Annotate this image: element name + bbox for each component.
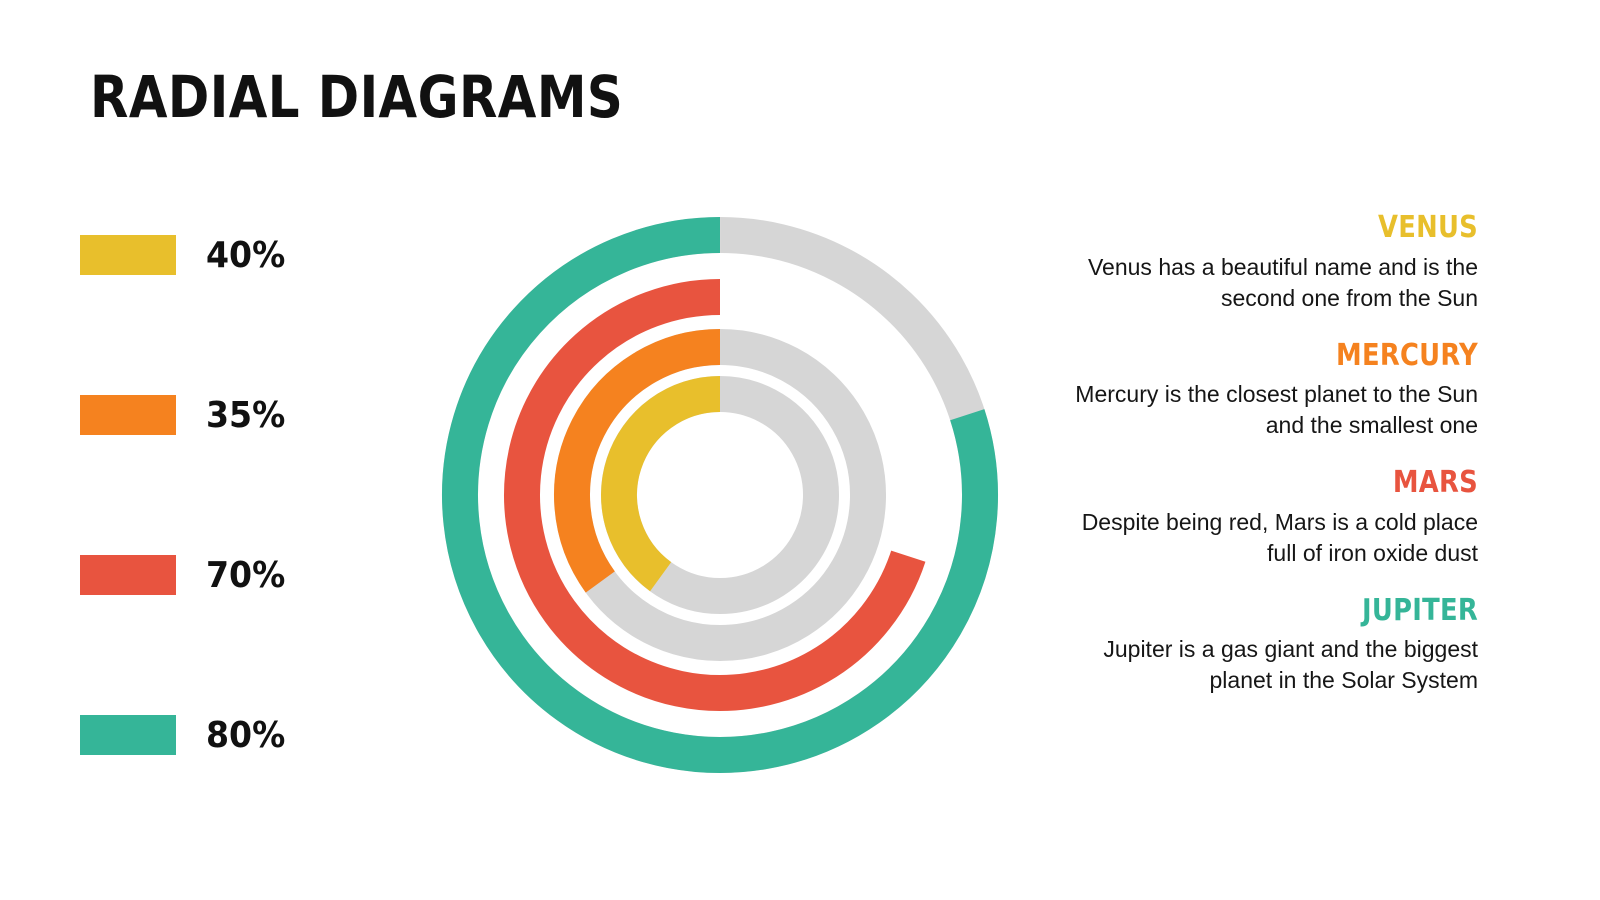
planet-block: MARS Despite being red, Mars is a cold pl… <box>1058 467 1478 569</box>
planet-description: Mercury is the closest planet to the Sun… <box>1075 381 1478 439</box>
legend-value: 40% <box>206 234 286 276</box>
legend-swatch-mercury <box>80 395 176 435</box>
legend-value: 35% <box>206 394 286 436</box>
legend-value: 80% <box>206 714 286 756</box>
legend-item[interactable]: 70% <box>80 552 292 598</box>
ring-value-mars <box>504 279 926 711</box>
planet-name: JUPITER <box>1362 592 1478 628</box>
radial-chart-svg <box>442 217 998 773</box>
planet-block: JUPITER Jupiter is a gas giant and the bi… <box>1058 595 1478 697</box>
legend-item[interactable]: 40% <box>80 232 292 278</box>
ring-value-venus <box>601 376 721 592</box>
ring-value-mercury <box>554 329 721 593</box>
planet-name: VENUS <box>1377 210 1478 245</box>
planet-description: Despite being red, Mars is a cold place … <box>1081 508 1478 566</box>
planet-name: MARS <box>1392 465 1478 501</box>
legend-swatch-mars <box>80 555 176 595</box>
rings-group <box>442 217 998 773</box>
radial-diagram-chart <box>425 200 1015 790</box>
planet-block: VENUS Venus has a beautiful name and is t… <box>1058 212 1478 314</box>
page-title: RADIAL DIAGRAMS <box>90 63 624 131</box>
legend-item[interactable]: 80% <box>80 712 292 758</box>
ring-value-jupiter <box>442 217 998 773</box>
legend-value: 70% <box>206 554 286 596</box>
planet-name: MERCURY <box>1336 337 1478 373</box>
planet-description-list: VENUS Venus has a beautiful name and is t… <box>1058 212 1478 722</box>
legend-item[interactable]: 35% <box>80 392 292 438</box>
legend-swatch-jupiter <box>80 715 176 755</box>
legend-swatch-venus <box>80 235 176 275</box>
planet-description: Venus has a beautiful name and is the se… <box>1087 253 1478 311</box>
planet-block: MERCURY Mercury is the closest planet to … <box>1058 340 1478 442</box>
planet-description: Jupiter is a gas giant and the biggest p… <box>1103 636 1478 694</box>
